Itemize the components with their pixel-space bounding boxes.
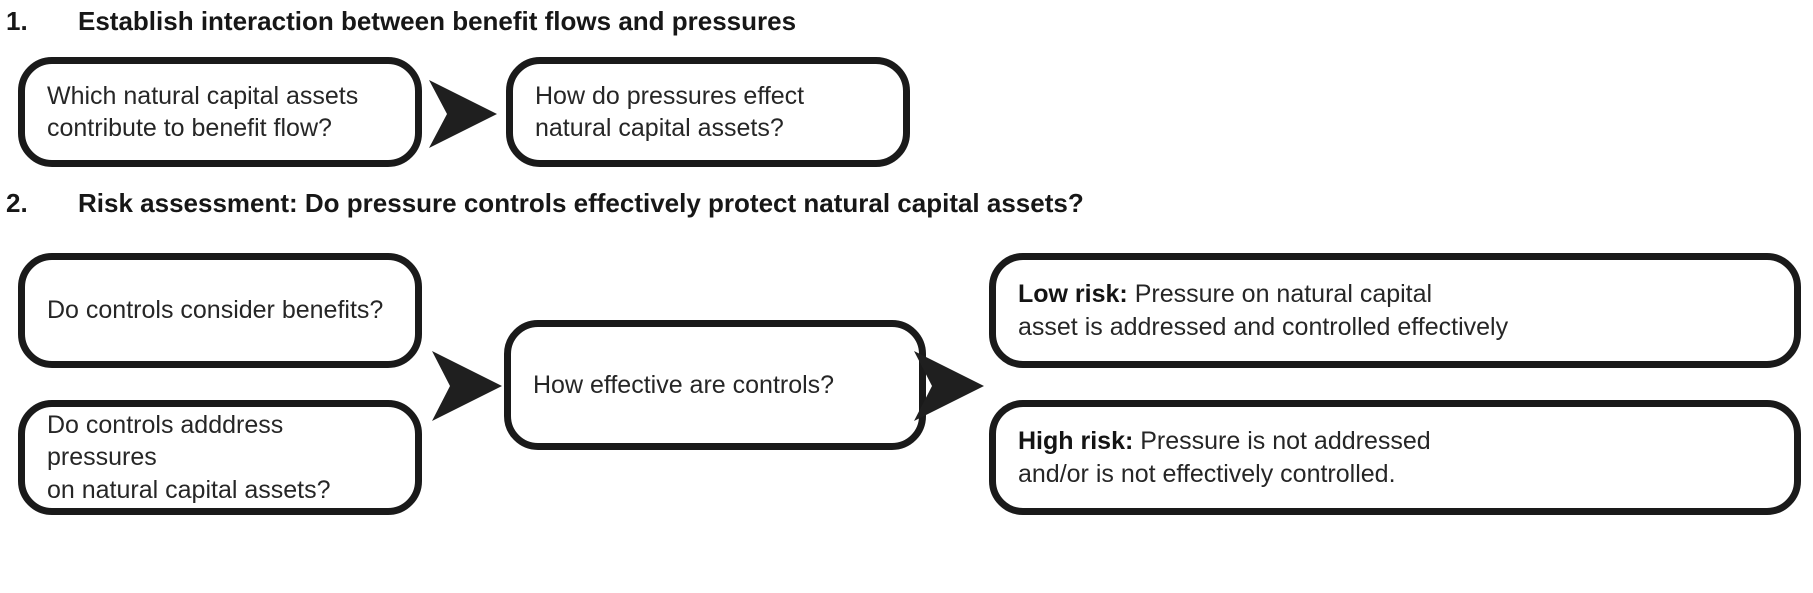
high-risk-label: High risk: [1018, 427, 1134, 455]
node-pressures-effect-text: How do pressures effect natural capital … [535, 81, 805, 143]
node-controls-consider-benefits[interactable]: Do controls consider benefits? [18, 253, 422, 368]
section-title-1: Establish interaction between benefit fl… [78, 6, 797, 36]
node-low-risk[interactable]: Low risk: Pressure on natural capital as… [989, 253, 1801, 368]
node-controls-address-pressures[interactable]: Do controls adddress pressures on natura… [18, 400, 422, 515]
node-low-risk-text: Low risk: Pressure on natural capital as… [1018, 278, 1508, 343]
arrow-right-icon-2 [428, 347, 506, 425]
node-controls-address-pressures-text: Do controls adddress pressures on natura… [47, 410, 331, 504]
arrow-right-icon-1 [425, 76, 501, 152]
node-natural-capital-assets-text: Which natural capital assets contribute … [47, 81, 359, 143]
node-controls-consider-benefits-text: Do controls consider benefits? [47, 296, 384, 325]
node-natural-capital-assets[interactable]: Which natural capital assets contribute … [18, 57, 422, 167]
section-heading-1: 1. Establish interaction between benefit… [6, 6, 796, 37]
high-risk-description: Pressure is not addressed and/or is not … [1018, 427, 1431, 488]
section-heading-2: 2. Risk assessment: Do pressure controls… [6, 188, 1084, 219]
low-risk-label: Low risk: [1018, 280, 1128, 308]
node-high-risk[interactable]: High risk: Pressure is not addressed and… [989, 400, 1801, 515]
node-high-risk-text: High risk: Pressure is not addressed and… [1018, 425, 1431, 490]
node-how-effective-are-controls-text: How effective are controls? [533, 370, 835, 399]
section-number-2: 2. [6, 188, 28, 218]
low-risk-description: Pressure on natural capital asset is add… [1018, 280, 1509, 341]
section-title-2: Risk assessment: Do pressure controls ef… [78, 188, 1084, 218]
arrow-right-icon-3 [910, 347, 988, 425]
section-number-1: 1. [6, 6, 28, 36]
node-pressures-effect[interactable]: How do pressures effect natural capital … [506, 57, 910, 167]
node-how-effective-are-controls[interactable]: How effective are controls? [504, 320, 926, 450]
